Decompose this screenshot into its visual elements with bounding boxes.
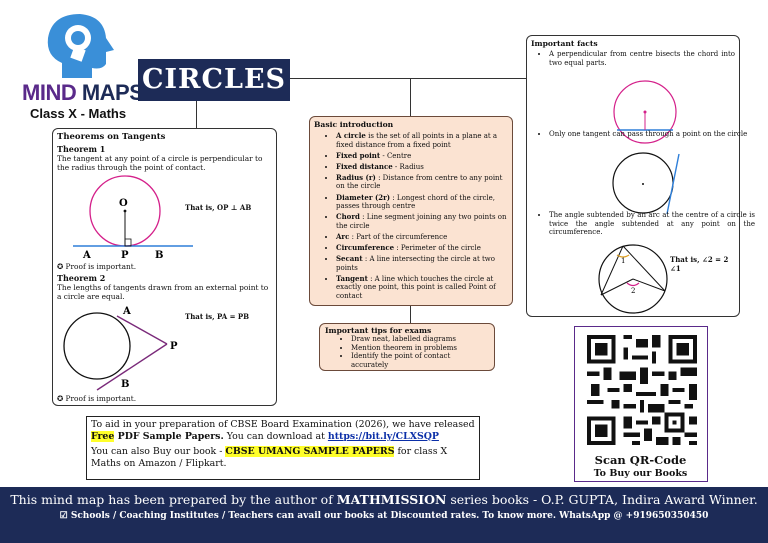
theorem2-proof: ✪ Proof is important.: [57, 394, 137, 403]
connector-title-to-tangents: [196, 100, 197, 128]
connector-title-right: [290, 78, 526, 79]
theorem1-label-b: B: [155, 250, 163, 261]
theorem1-proof: ✪ Proof is important.: [57, 262, 137, 271]
basic-item: Chord : Line segment joining any two poi…: [336, 212, 508, 230]
sample-papers-link[interactable]: https://bit.ly/CLXSQP: [327, 430, 439, 442]
theorem1-diagram: O A P B: [73, 175, 193, 261]
facts-heading: Important facts: [531, 39, 598, 48]
basic-item: Arc : Part of the circumference: [336, 232, 508, 242]
tips-panel: Important tips for exams Draw neat, labe…: [319, 323, 495, 371]
theorem2-diagram: A P B: [63, 306, 178, 391]
brand-word-maps: MAPS: [81, 80, 144, 105]
brand-logo: MIND MAPS Class X - Maths: [22, 8, 144, 122]
fact3-note: That is, ∠2 = 2 ∠1: [670, 255, 729, 273]
tip-item: Draw neat, labelled diagrams: [351, 335, 489, 344]
free-highlight: Free: [91, 430, 115, 442]
theorem2-note: That is, PA = PB: [185, 312, 250, 321]
tips-heading: Important tips for exams: [325, 326, 432, 335]
basic-intro-panel: Basic introduction A circle is the set o…: [309, 116, 513, 306]
brand-subtitle: Class X - Maths: [30, 106, 127, 121]
theorem1-label-a: A: [82, 250, 91, 261]
fact3-diagram: 1 2: [598, 244, 668, 314]
basic-item: Tangent : A line which touches the circl…: [336, 274, 508, 301]
tip-item: Mention theorem in problems: [351, 344, 489, 353]
fact-chord-bisect: A perpendicular from centre bisects the …: [549, 50, 735, 67]
tips-list: Draw neat, labelled diagrams Mention the…: [325, 335, 489, 369]
basic-item: Fixed distance - Radius: [336, 162, 508, 172]
connector-basic-to-tips: [410, 305, 411, 323]
connector-to-basic: [410, 78, 411, 116]
basic-item: Circumference : Perimeter of the circle: [336, 243, 508, 253]
theorem1-title: Theorem 1: [57, 144, 106, 154]
promo-line1: To aid in your preparation of CBSE Board…: [91, 419, 475, 442]
theorem1-label-p: P: [121, 250, 129, 261]
tangents-panel: Theorems on Tangents Theorem 1 The tange…: [52, 128, 277, 406]
fact2-diagram: [612, 152, 680, 215]
qr-sublabel: To Buy our Books: [593, 468, 688, 479]
promo-line2: You can also Buy our book - CBSE UMANG S…: [91, 446, 448, 469]
page-title: CIRCLES: [138, 59, 290, 101]
fact3-label-2: 2: [631, 287, 635, 295]
qr-panel: Scan QR-Code To Buy our Books: [574, 326, 708, 482]
basic-heading: Basic introduction: [314, 120, 394, 129]
fact3-label-1: 1: [621, 257, 625, 265]
footer-banner: This mind map has been prepared by the a…: [0, 487, 768, 543]
fact-angle-subtended: The angle subtended by an arc at the cen…: [549, 211, 755, 237]
basic-list: A circle is the set of all points in a p…: [314, 131, 508, 301]
theorem2-label-a: A: [122, 306, 131, 317]
theorem1-label-o: O: [119, 198, 128, 209]
tangents-heading: Theorems on Tangents: [57, 132, 166, 142]
brain-head-icon: [47, 14, 114, 78]
promo-panel: To aid in your preparation of CBSE Board…: [86, 416, 480, 480]
theorem2-text: The lengths of tangents drawn from an ex…: [57, 283, 269, 301]
qr-code-icon[interactable]: [583, 331, 701, 449]
basic-item: A circle is the set of all points in a p…: [336, 131, 508, 149]
tip-item: Identify the point of contact accurately: [351, 352, 489, 369]
footer-line1: This mind map has been prepared by the a…: [10, 492, 758, 507]
basic-item: Diameter (2r) : Longest chord of the cir…: [336, 193, 508, 211]
basic-item: Secant : A line intersecting the circle …: [336, 254, 508, 272]
facts-panel: Important facts A perpendicular from cen…: [526, 35, 755, 317]
theorem2-title: Theorem 2: [57, 273, 106, 283]
brand-word-mind: MIND: [22, 80, 77, 105]
fact1-diagram: [613, 80, 677, 144]
qr-label: Scan QR-Code: [594, 453, 687, 467]
basic-item: Radius (r) : Distance from centre to any…: [336, 173, 508, 191]
theorem2-label-p: P: [170, 341, 178, 352]
fact-one-tangent: Only one tangent can pass through a poin…: [549, 130, 755, 139]
basic-item: Fixed point - Centre: [336, 151, 508, 161]
book-highlight: CBSE UMANG SAMPLE PAPERS: [225, 446, 395, 457]
theorem1-text: The tangent at any point of a circle is …: [57, 154, 263, 172]
theorem2-label-b: B: [121, 379, 129, 390]
footer-line2: ☑ Schools / Coaching Institutes / Teache…: [59, 511, 709, 521]
theorem1-note: That is, OP ⊥ AB: [185, 203, 252, 212]
